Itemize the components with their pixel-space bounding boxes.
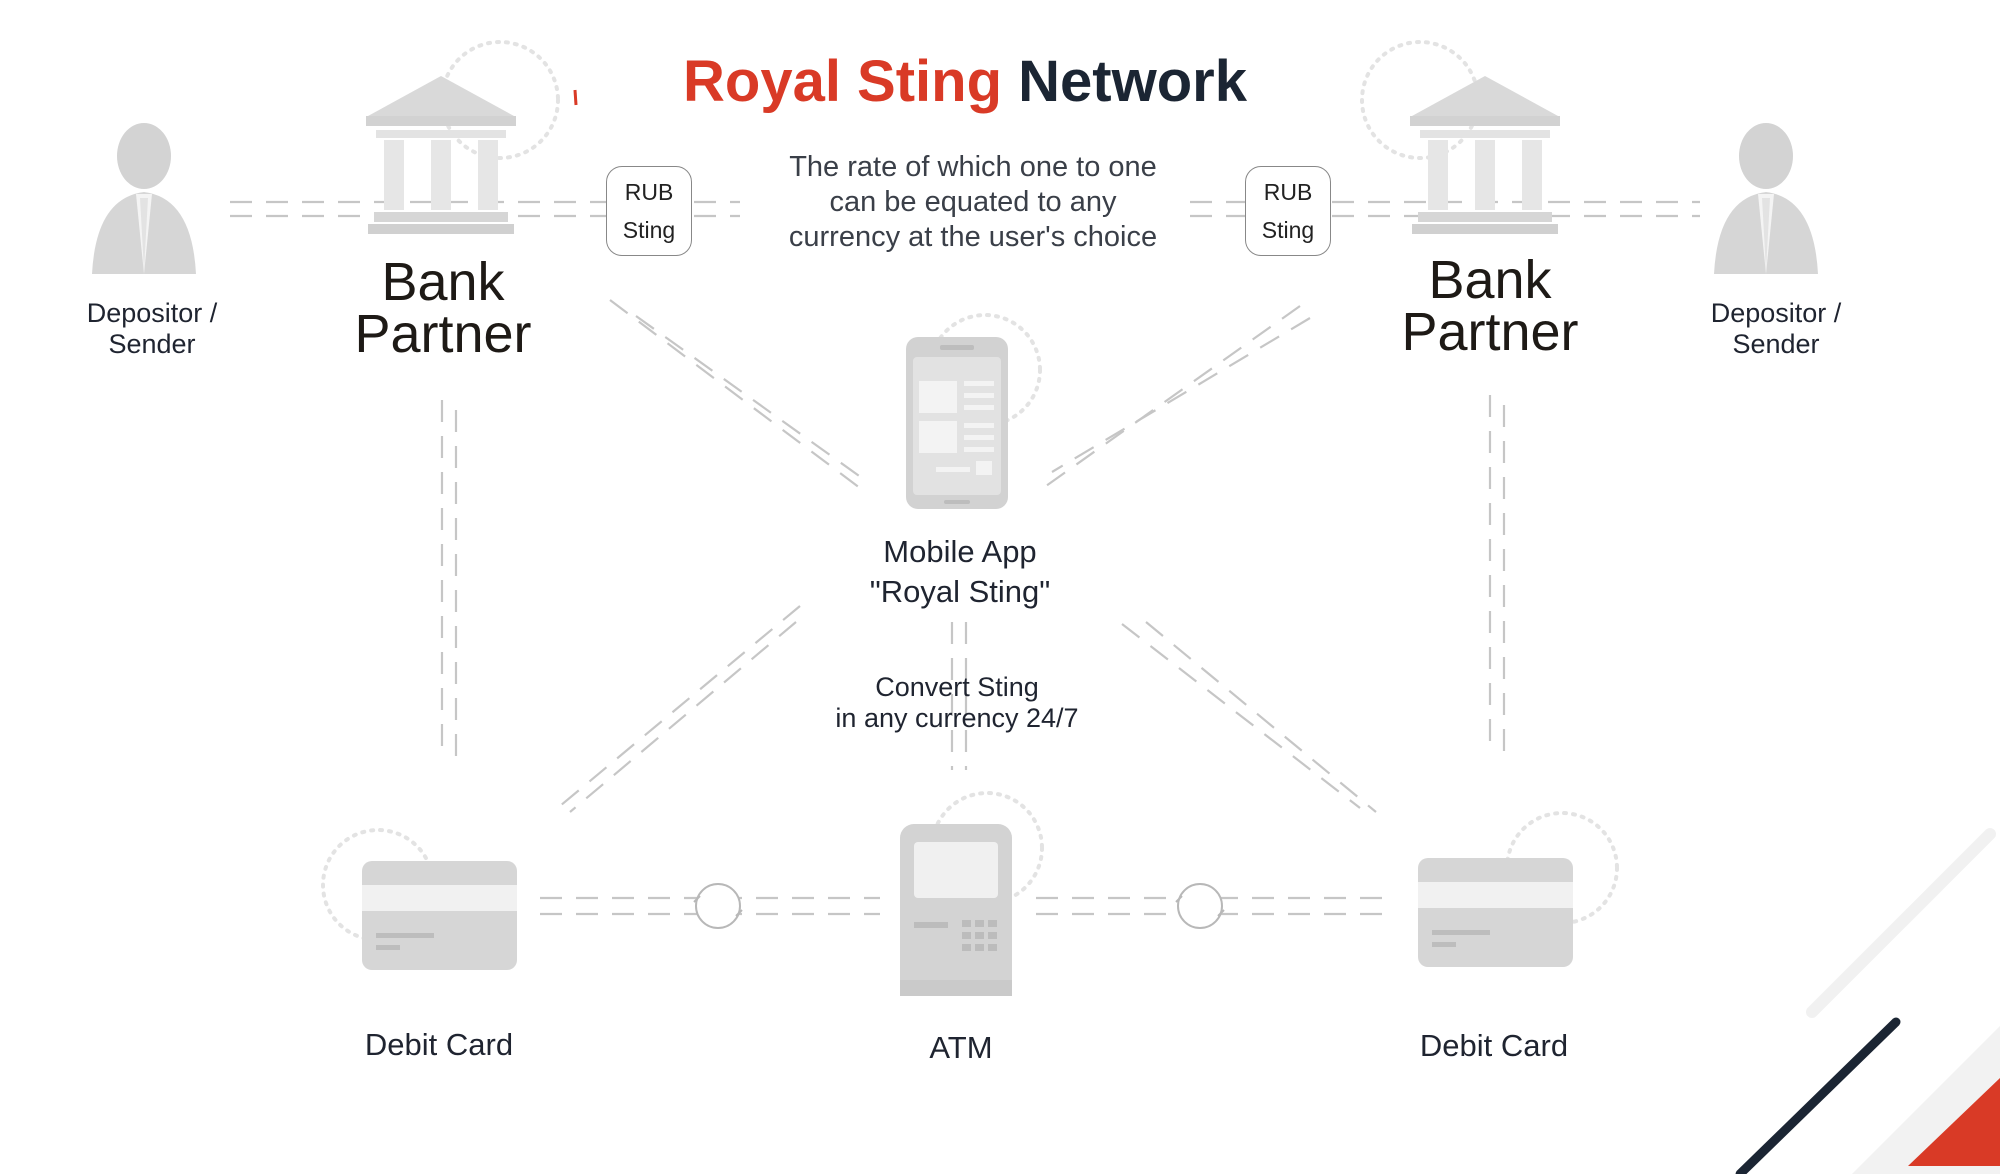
sting-label: Sting xyxy=(622,217,676,243)
exchange-circle-right xyxy=(1177,883,1223,929)
mobile-app-label: Mobile App "Royal Sting" xyxy=(760,532,1160,612)
title-dark: Network xyxy=(1018,49,1247,114)
bank-icon xyxy=(366,76,516,234)
depositor-line-2: Sender xyxy=(1732,329,1820,359)
exchange-circle-left xyxy=(695,883,741,929)
depositor-label-right: Depositor / Sender xyxy=(1666,298,1886,360)
debit-card-label-right: Debit Card xyxy=(1419,1028,1569,1063)
sting-label: Sting xyxy=(1261,217,1315,243)
person-icon xyxy=(92,123,196,274)
rub-label: RUB xyxy=(624,179,674,205)
title-accent: Royal Sting xyxy=(683,49,1003,114)
atm-label: ATM xyxy=(929,1030,993,1065)
rate-description: The rate of which one to one can be equa… xyxy=(733,150,1213,255)
bank-partner-label-right: Bank Partner xyxy=(1360,250,1620,362)
bank-line-2: Partner xyxy=(354,304,532,364)
smartphone-icon xyxy=(906,337,1008,509)
rub-sting-box-left: RUB Sting xyxy=(606,166,692,256)
depositor-line-1: Depositor / xyxy=(1710,298,1842,328)
convert-description: Convert Sting in any currency 24/7 xyxy=(757,672,1157,734)
bank-icon xyxy=(1410,76,1560,234)
corner-decoration xyxy=(1735,828,2000,1174)
mobile-app-line-1: Mobile App xyxy=(883,534,1037,569)
credit-card-icon xyxy=(362,861,517,970)
bank-line-1: Bank xyxy=(381,252,505,312)
depositor-line-2: Sender xyxy=(108,329,196,359)
convert-line-2: in any currency 24/7 xyxy=(835,703,1079,733)
mobile-app-line-2: "Royal Sting" xyxy=(869,574,1051,609)
convert-line-1: Convert Sting xyxy=(875,672,1039,702)
debit-card-label-left: Debit Card xyxy=(364,1027,514,1062)
rub-label: RUB xyxy=(1263,179,1313,205)
atm-icon xyxy=(900,824,1012,996)
rate-line-2: can be equated to any xyxy=(829,186,1117,218)
depositor-line-1: Depositor / xyxy=(86,298,218,328)
bank-line-2: Partner xyxy=(1401,302,1579,362)
bank-partner-label-left: Bank Partner xyxy=(313,252,573,364)
rub-sting-box-right: RUB Sting xyxy=(1245,166,1331,256)
rate-line-3: currency at the user's choice xyxy=(788,221,1158,253)
diagram-title: Royal Sting Network xyxy=(0,48,1930,115)
rate-line-1: The rate of which one to one xyxy=(789,151,1157,183)
credit-card-icon xyxy=(1418,858,1573,967)
bank-line-1: Bank xyxy=(1428,250,1552,310)
depositor-label-left: Depositor / Sender xyxy=(42,298,262,360)
person-icon xyxy=(1714,123,1818,274)
